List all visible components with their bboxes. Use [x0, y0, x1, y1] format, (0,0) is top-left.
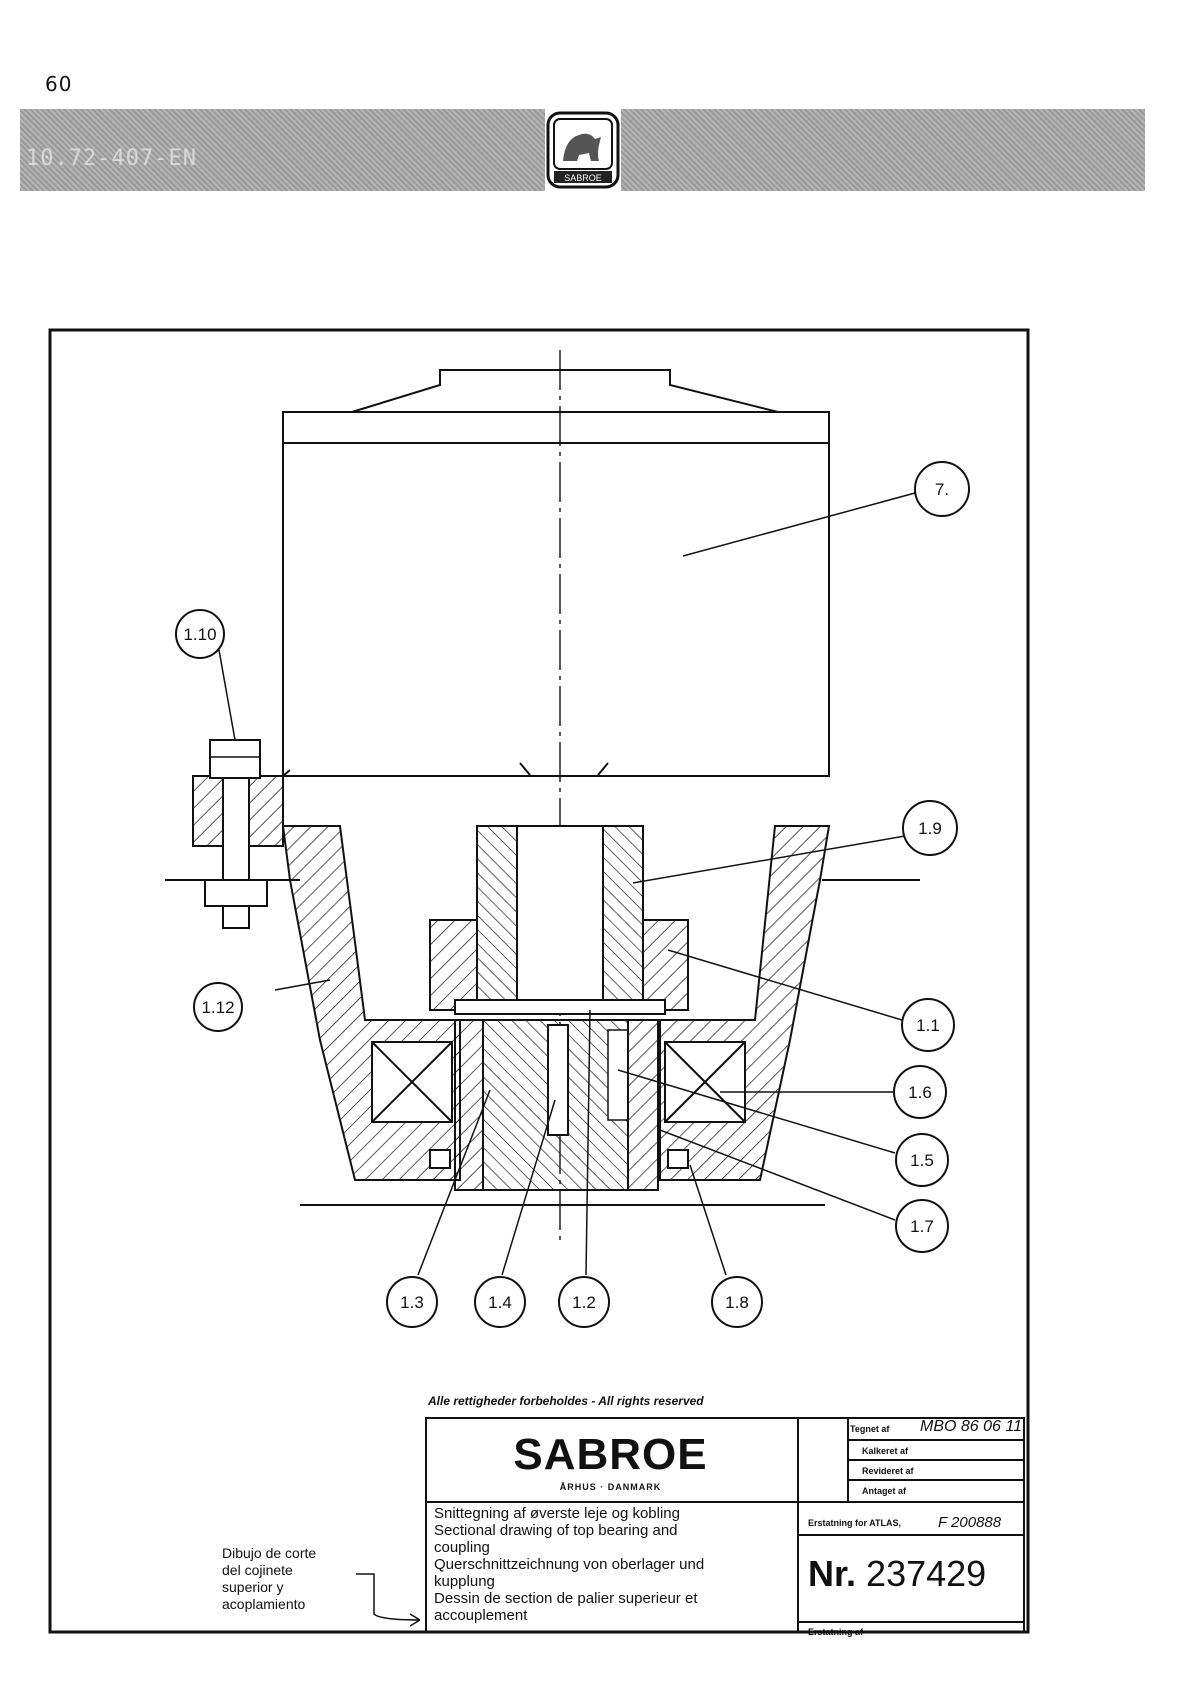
callout-1-7 [895, 1199, 949, 1253]
drawing-number: Nr. 237429 [808, 1553, 986, 1595]
title-line: kupplung [434, 1573, 495, 1590]
drawing-number-prefix: Nr. [808, 1553, 857, 1594]
drawn-by-value: MBO 86 06 11 [920, 1418, 1022, 1435]
callout-1-10 [175, 609, 225, 659]
polar-bear-logo-icon: SABROE [546, 111, 620, 189]
callout-label-1-9: 1.9 [918, 819, 942, 838]
callout-label-1-12: 1.12 [201, 998, 234, 1017]
company-city: ÅRHUS · DANMARK [559, 1482, 662, 1492]
callout-label-1-3: 1.3 [400, 1293, 424, 1312]
spanish-line: superior y [222, 1579, 284, 1595]
shaft-coupling [429, 825, 689, 1191]
approved-by-label: Antaget af [862, 1486, 907, 1496]
callout-1-6 [893, 1065, 947, 1119]
callout-label-1-6: 1.6 [908, 1083, 932, 1102]
callout-1-1 [901, 998, 955, 1052]
callout-label-1-8: 1.8 [725, 1293, 749, 1312]
bearings [371, 1041, 746, 1169]
replaces-value: F 200888 [938, 1514, 1002, 1531]
callout-circles [175, 461, 970, 1328]
leader-lines [218, 492, 916, 1276]
drawing-number-value: 237429 [866, 1553, 987, 1594]
callout-1-4 [474, 1276, 526, 1328]
spanish-title-arrow [356, 1573, 421, 1621]
callout-1-8 [711, 1276, 763, 1328]
drawn-by-label: Tegnet af [850, 1424, 890, 1434]
logo-lettering: SABROE [564, 173, 602, 183]
callout-label-1-1: 1.1 [916, 1016, 940, 1035]
rights-notice: Alle rettigheder forbeholdes - All right… [428, 1394, 704, 1408]
traced-by-label: Kalkeret af [862, 1446, 909, 1456]
revised-by-label: Revideret af [862, 1466, 914, 1476]
replaces-label: Erstatning for ATLAS, [808, 1518, 901, 1528]
title-line: Sectional drawing of top bearing and [434, 1522, 678, 1539]
bolt-flange [165, 739, 300, 929]
spanish-line: del cojinete [222, 1562, 293, 1578]
callout-1-2 [558, 1276, 610, 1328]
callout-label-7: 7. [935, 480, 949, 499]
replaced-by-label: Erstatning af [808, 1627, 864, 1637]
callout-label-1-7: 1.7 [910, 1217, 934, 1236]
sabroe-logo: SABROE [545, 109, 621, 191]
title-line: Dessin de section de palier superieur et [434, 1590, 698, 1607]
title-line: coupling [434, 1539, 490, 1556]
company-name: SABROE [513, 1430, 708, 1479]
callout-7 [914, 461, 970, 517]
spanish-line: acoplamiento [222, 1596, 306, 1612]
title-block-grid [425, 1417, 1025, 1633]
title-line: Querschnittzeichnung von oberlager und [434, 1556, 705, 1573]
title-line: Snittegning af øverste leje og kobling [434, 1505, 680, 1522]
spanish-line: Dibujo de corte [222, 1545, 317, 1561]
document-code: 10.72-407-EN [26, 146, 197, 171]
drawing-titles: Snittegning af øverste leje og kobling S… [434, 1505, 804, 1624]
callout-1-12 [193, 982, 243, 1032]
callout-label-1-5: 1.5 [910, 1151, 934, 1170]
title-line: accouplement [434, 1607, 528, 1624]
callout-1-3 [386, 1276, 438, 1328]
page-number: 60 [45, 72, 73, 96]
callout-label-1-2: 1.2 [572, 1293, 596, 1312]
callout-1-9 [902, 800, 958, 856]
callout-label-1-4: 1.4 [488, 1293, 512, 1312]
callout-1-5 [895, 1133, 949, 1187]
spanish-title: Dibujo de corte del cojinete superior y … [222, 1545, 316, 1613]
callout-label-1-10: 1.10 [183, 625, 216, 644]
motor-body [282, 369, 830, 777]
